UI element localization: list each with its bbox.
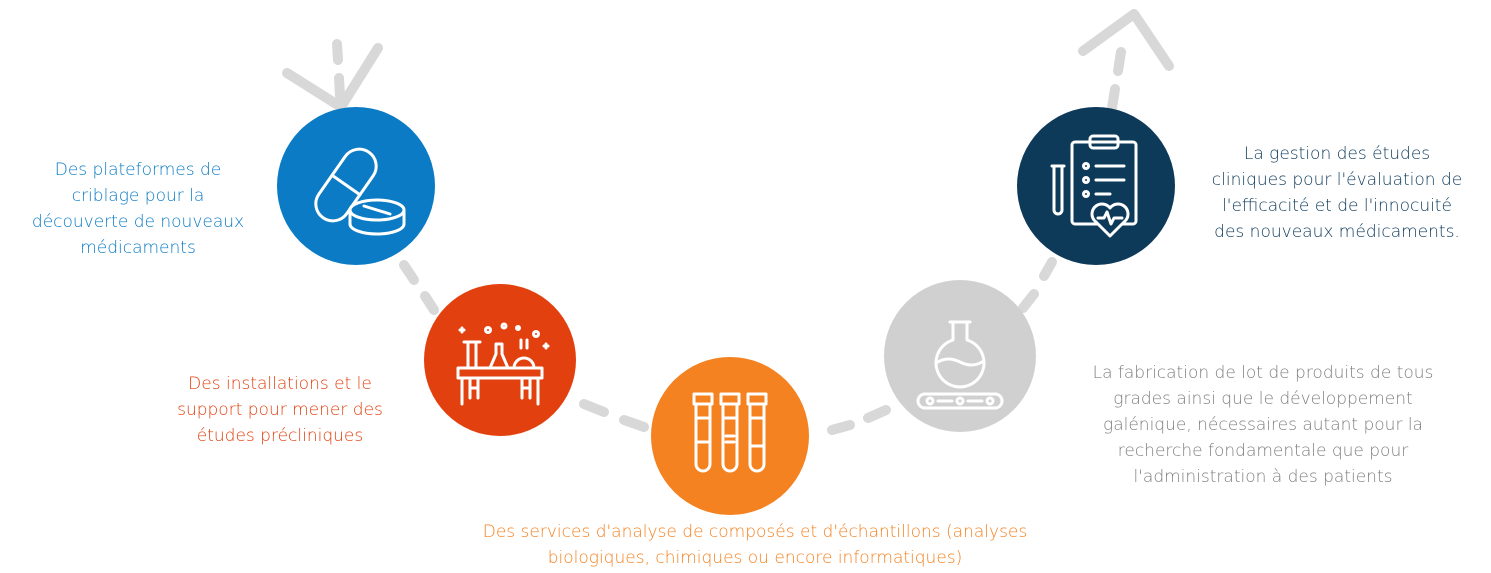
- start-arrow-icon: [282, 43, 383, 112]
- step1-line: médicaments: [80, 238, 196, 258]
- step5-line: des nouveaux médicaments.: [1214, 222, 1460, 242]
- end-arrow-icon: [1078, 9, 1174, 71]
- step4-line: l'administration à des patients: [1133, 467, 1393, 487]
- test-tubes-icon: [692, 392, 768, 473]
- step3-line: Des services d'analyse de composés et d'…: [482, 522, 1028, 542]
- step2-line: support pour mener des: [177, 400, 383, 420]
- step5-line: La gestion des études: [1243, 144, 1431, 164]
- step5-line: cliniques pour l'évaluation de: [1211, 170, 1463, 190]
- step1-circle: [277, 107, 435, 265]
- step1-line: découverte de nouveaux: [31, 212, 245, 232]
- dashed-path: [332, 39, 1126, 435]
- step2-label: Des installations et le support pour men…: [155, 371, 405, 449]
- step5-circle: [1017, 107, 1175, 265]
- step2-circle: [424, 284, 576, 436]
- step4-line: galénique, nécessaires autant pour la: [1103, 415, 1423, 435]
- step4-line: La fabrication de lot de produits de tou…: [1092, 363, 1434, 383]
- step1-label: Des plateformes de criblage pour la déco…: [6, 157, 270, 261]
- step1-line: Des plateformes de: [54, 160, 222, 180]
- step2-line: Des installations et le: [188, 374, 372, 394]
- step1-line: criblage pour la: [71, 186, 205, 206]
- step3-label: Des services d'analyse de composés et d'…: [380, 519, 1130, 571]
- pill-capsule-icon: [314, 147, 406, 236]
- step5-line: l'efficacité et de l'innocuité: [1222, 196, 1452, 216]
- step2-line: études précliniques: [196, 426, 364, 446]
- flask-conveyor-icon: [916, 320, 1004, 410]
- clipboard-heart-icon: [1050, 134, 1138, 238]
- step5-label: La gestion des études cliniques pour l'é…: [1180, 141, 1491, 245]
- step4-label: La fabrication de lot de produits de tou…: [1040, 360, 1486, 490]
- step3-line: biologiques, chimiques ou encore informa…: [547, 548, 963, 568]
- step4-line: grades ainsi que le développement: [1113, 389, 1413, 409]
- lab-bench-icon: [456, 322, 550, 406]
- step4-line: recherche fondamentale que pour: [1117, 441, 1409, 461]
